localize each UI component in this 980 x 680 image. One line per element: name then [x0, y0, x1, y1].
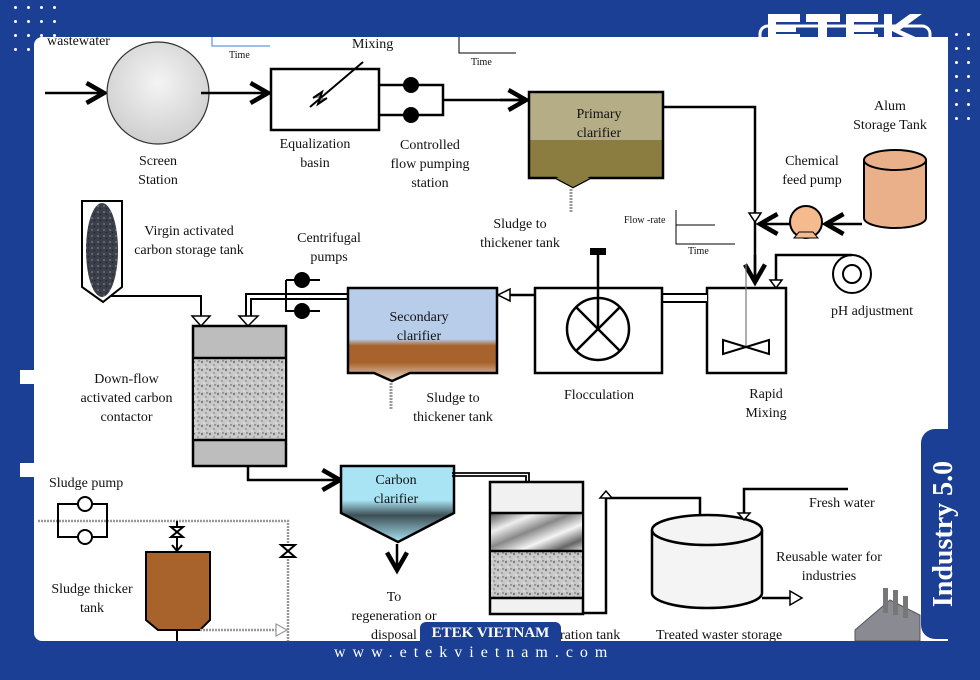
- flow-graph-1: [211, 37, 270, 47]
- reusable-water-outlet-icon: [789, 589, 804, 607]
- label-time: Time: [229, 50, 250, 61]
- decorative-dot: [955, 61, 958, 64]
- downflow-contactor-icon: [191, 324, 288, 468]
- label-flocculation: Flocculation: [564, 388, 634, 403]
- flocculation-tank-icon: [533, 248, 664, 375]
- label-sludge-pump: Sludge pump: [49, 476, 124, 491]
- decorative-dot: [53, 20, 56, 23]
- flow-rate-graph: [675, 210, 735, 245]
- decorative-dot: [27, 48, 30, 51]
- decorative-dot: [40, 6, 43, 9]
- label-time: Time: [688, 246, 709, 257]
- decorative-dot: [955, 75, 958, 78]
- decorative-dot: [40, 20, 43, 23]
- label-ph-adjustment: pH adjustment: [831, 304, 914, 319]
- decorative-dot: [27, 34, 30, 37]
- decorative-dot: [53, 6, 56, 9]
- decorative-dot: [967, 61, 970, 64]
- decorative-dot: [40, 34, 43, 37]
- decorative-dot: [27, 20, 30, 23]
- pipe: [663, 105, 757, 282]
- decorative-dot: [967, 33, 970, 36]
- sludge-line: [38, 519, 290, 641]
- secondary-clarifier-icon: [346, 286, 499, 409]
- decorative-dot: [14, 48, 17, 51]
- label-filtration-tank: ration tank: [560, 628, 621, 641]
- sludge-pump-icon: [57, 496, 108, 545]
- chemical-feed-pump-icon: [789, 205, 823, 239]
- primary-clarifier-icon: [527, 90, 665, 213]
- filtration-tank-icon: [488, 480, 585, 616]
- decorative-dot: [955, 89, 958, 92]
- decorative-dot: [967, 117, 970, 120]
- label-wastewater: wastewater: [47, 37, 110, 49]
- label-fresh-water: Fresh water: [809, 496, 875, 511]
- pump-icon: [403, 77, 419, 93]
- label-mixing: Mixing: [352, 37, 394, 52]
- process-diagram: [38, 37, 927, 641]
- sludge-thicker-tank-icon: [145, 551, 211, 641]
- industry-tab-label: Industry 5.0: [928, 460, 960, 608]
- decorative-dot: [27, 6, 30, 9]
- alum-tank-icon: [863, 149, 927, 229]
- decorative-dot: [967, 75, 970, 78]
- decorative-dot: [955, 103, 958, 106]
- ph-adjustment-icon: [832, 254, 872, 294]
- decorative-dot: [14, 6, 17, 9]
- brand-pill: ETEK VIETNAM: [420, 622, 561, 644]
- decorative-dot: [14, 20, 17, 23]
- industry-tab: [921, 429, 967, 639]
- centrifugal-pump-icon: [294, 272, 310, 288]
- pump-icon: [403, 107, 419, 123]
- valve-icon: [747, 212, 763, 224]
- carbon-clarifier-icon: [339, 464, 456, 544]
- factory-icon: [854, 588, 921, 641]
- side-notch: [20, 463, 36, 477]
- decorative-dot: [955, 33, 958, 36]
- mixer-blade-icon: [312, 89, 328, 107]
- fresh-water-pipe: [742, 487, 848, 513]
- decorative-dot: [967, 89, 970, 92]
- decorative-dot: [14, 34, 17, 37]
- valve-icon: [168, 521, 186, 553]
- decorative-dot: [967, 47, 970, 50]
- label-time: Time: [471, 57, 492, 68]
- website-link[interactable]: www.etekvietnam.com: [334, 644, 615, 661]
- label-flow-rate: Flow -rate: [624, 215, 666, 226]
- decorative-dot: [53, 34, 56, 37]
- valve-icon: [278, 544, 298, 558]
- etek-logo: [758, 14, 932, 58]
- label-treated-storage: Treated waster storage: [656, 628, 783, 641]
- rapid-mixing-tank-icon: [705, 264, 788, 375]
- decorative-dot: [955, 117, 958, 120]
- centrifugal-pump-icon: [294, 303, 310, 319]
- screen-station-icon: [106, 41, 210, 145]
- decorative-dot: [967, 103, 970, 106]
- side-notch: [20, 370, 36, 384]
- virgin-carbon-tank-icon: [81, 200, 123, 304]
- treated-storage-tank-icon: [650, 513, 764, 610]
- flow-graph-2: [458, 37, 516, 54]
- decorative-dot: [955, 47, 958, 50]
